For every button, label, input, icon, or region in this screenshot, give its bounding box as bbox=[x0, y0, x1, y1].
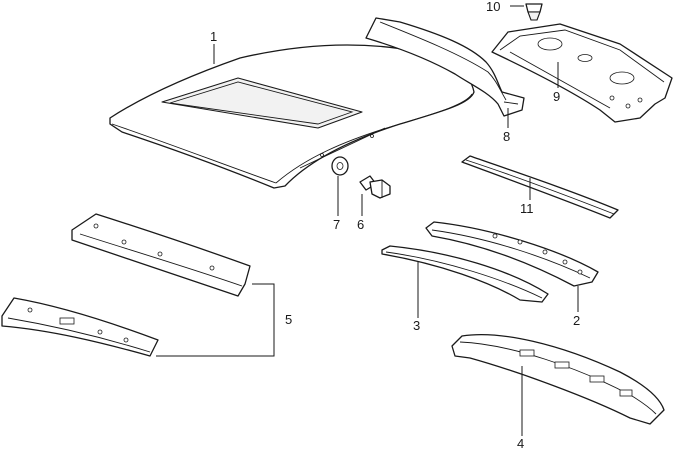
clip-part bbox=[525, 3, 543, 21]
callout-10: 10 bbox=[486, 0, 500, 14]
rear-shelf-panel bbox=[491, 23, 673, 123]
callout-5: 5 bbox=[285, 312, 292, 327]
rear-side-member bbox=[365, 17, 525, 117]
roof-bow-strip bbox=[461, 155, 619, 219]
windshield-frame-strip bbox=[381, 245, 549, 303]
washer-part bbox=[331, 156, 349, 176]
rear-cross-panel-lower bbox=[1, 297, 159, 357]
bolt-part bbox=[359, 175, 391, 199]
callout-7: 7 bbox=[333, 217, 340, 232]
callout-9: 9 bbox=[553, 89, 560, 104]
callout-3: 3 bbox=[413, 318, 420, 333]
callout-8: 8 bbox=[503, 129, 510, 144]
callout-2: 2 bbox=[573, 313, 580, 328]
callout-1: 1 bbox=[210, 29, 217, 44]
roof-panel bbox=[109, 44, 475, 189]
front-roof-frame bbox=[451, 333, 665, 425]
leader-lines bbox=[156, 5, 579, 436]
callout-11: 11 bbox=[520, 201, 534, 216]
callout-4: 4 bbox=[517, 436, 524, 451]
roof-cross-member bbox=[425, 221, 599, 287]
callout-labels: 1 2 3 4 5 6 7 8 9 10 11 bbox=[210, 0, 580, 451]
rear-cross-panel-upper bbox=[71, 213, 251, 297]
callout-6: 6 bbox=[357, 217, 364, 232]
